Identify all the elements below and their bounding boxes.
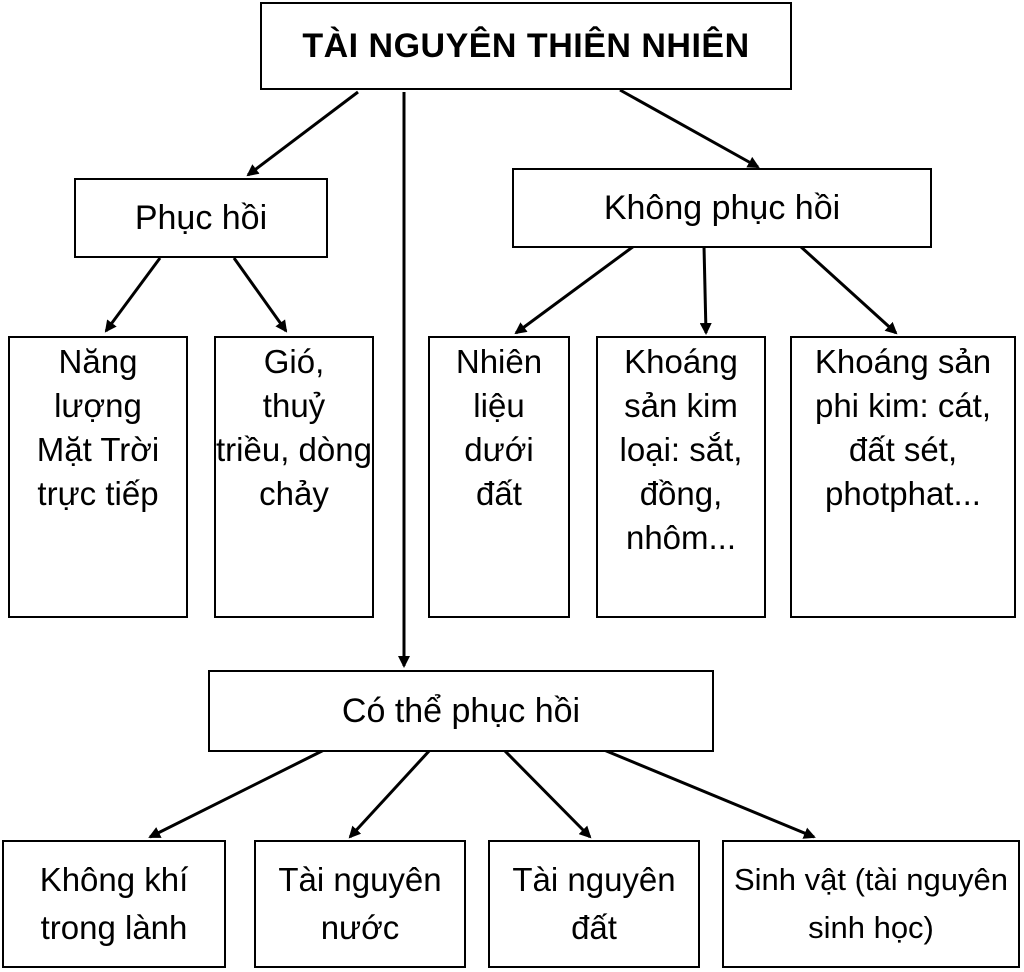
leaf-nang-luong-mat-troi: Năng lượng Mặt Trời trực tiếp [8,336,188,618]
leaf-line: liệu [473,387,525,424]
leaf-line: đất [476,475,522,512]
leaf-line: Gió, [263,343,325,380]
leaf-line: photphat... [825,475,981,512]
leaf-line: Khoáng sản [814,343,992,380]
leaf-line: lượng [54,387,142,424]
category-label: Có thể phục hồi [341,691,581,730]
leaf-gio-thuy-trieu: Gió, thuỷ triều, dòng chảy [214,336,374,618]
arrow-khong-phuc-hoi-to-nhien-lieu [514,244,635,335]
leaf-line: Khoáng [624,343,738,380]
leaf-line: đất [571,909,617,946]
leaf-line: Năng [58,343,138,380]
arrow-khong-phuc-hoi-to-kim-loai [699,245,712,335]
root-node: TÀI NGUYÊN THIÊN NHIÊN [260,2,792,90]
leaf-line: thuỷ [262,387,326,424]
leaf-line: phi kim: cát, [814,387,992,424]
leaf-line: nước [320,909,400,946]
leaf-tai-nguyen-nuoc: Tài nguyên nước [254,840,466,968]
category-khong-phuc-hoi: Không phục hồi [512,168,932,248]
category-phuc-hoi: Phục hồi [74,178,328,258]
leaf-line: đất sét, [848,431,958,468]
leaf-line: chảy [259,475,329,512]
arrow-phuc-hoi-to-gio [232,257,288,333]
leaf-line: triều, dòng [216,431,372,468]
leaf-tai-nguyen-dat: Tài nguyên đất [488,840,700,968]
leaf-line: trong lành [40,909,188,946]
arrow-co-the-to-nuoc [348,748,432,839]
category-co-the-phuc-hoi: Có thể phục hồi [208,670,714,752]
leaf-khong-khi: Không khí trong lành [2,840,226,968]
arrow-co-the-to-sinh-vat [603,748,816,839]
arrow-root-to-phuc-hoi [246,90,359,177]
leaf-line: Tài nguyên [278,861,442,898]
leaf-line: sinh học) [808,910,934,945]
leaf-line: dưới [464,431,534,468]
category-label: Phục hồi [134,198,268,237]
leaf-line: Tài nguyên [512,861,676,898]
arrow-phuc-hoi-to-nang-luong [104,257,162,333]
category-label: Không phục hồi [603,188,841,227]
arrow-co-the-to-dat [502,748,592,839]
leaf-line: Sinh vật (tài nguyên [733,862,1008,897]
leaf-khoang-san-phi-kim: Khoáng sản phi kim: cát, đất sét, photph… [790,336,1016,618]
leaf-line: Nhiên [455,343,543,380]
leaf-line: Mặt Trời [36,431,160,468]
arrow-root-to-khong-phuc-hoi [619,88,760,169]
root-label: TÀI NGUYÊN THIÊN NHIÊN [302,26,750,65]
leaf-khoang-san-kim-loai: Khoáng sản kim loại: sắt, đồng, nhôm... [596,336,766,618]
leaf-line: nhôm... [625,519,737,556]
leaf-line: đồng, [639,475,723,512]
arrow-co-the-to-khong-khi [148,748,325,839]
leaf-line: sản kim [624,387,738,424]
leaf-line: trực tiếp [37,475,159,512]
leaf-nhien-lieu: Nhiên liệu dưới đất [428,336,570,618]
leaf-line: Không khí [39,861,189,898]
leaf-sinh-vat: Sinh vật (tài nguyên sinh học) [722,840,1020,968]
leaf-line: loại: sắt, [619,431,743,468]
arrow-khong-phuc-hoi-to-phi-kim [798,244,898,335]
